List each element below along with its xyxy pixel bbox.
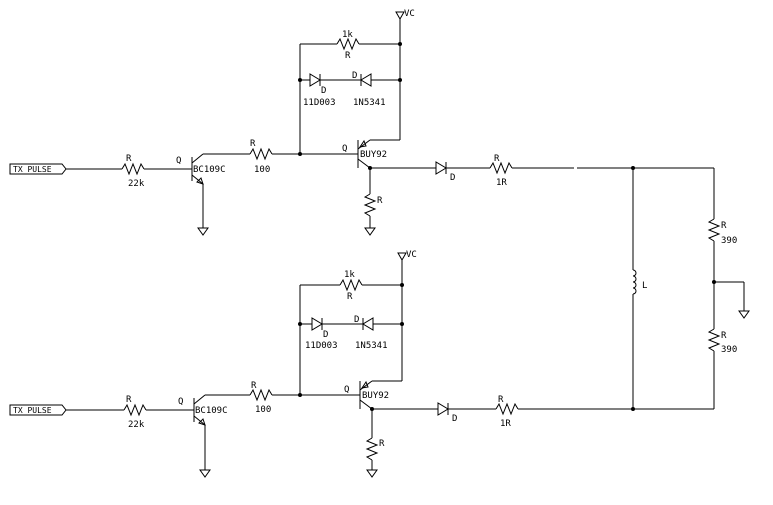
bottom-r-base-ref: R: [251, 381, 257, 391]
bottom-diode-1n5341[interactable]: [363, 318, 373, 330]
bottom-q1-ground-icon: [200, 470, 210, 477]
bottom-r-in-ref: R: [126, 395, 132, 405]
top-resistor-emitter[interactable]: [365, 194, 375, 216]
bottom-stage: TX PULSE R 22k Q BC109C R 100: [10, 250, 714, 477]
top-diode-11d003[interactable]: [310, 74, 320, 86]
bottom-resistor-100[interactable]: [250, 390, 272, 400]
top-resistor-100[interactable]: [250, 149, 272, 159]
bottom-emitter-ground-icon: [367, 470, 377, 477]
top-d2-ref: D: [352, 71, 357, 81]
top-q1-part: BC109C: [193, 165, 226, 175]
top-r-fb-val: 1k: [342, 30, 353, 40]
bottom-q2-ref: Q: [344, 385, 349, 395]
bottom-input-port[interactable]: TX PULSE: [10, 405, 66, 415]
bottom-resistor-22k[interactable]: [124, 405, 146, 415]
bottom-q1-ref: Q: [178, 397, 183, 407]
bottom-vc-supply-icon: [398, 253, 406, 260]
top-resistor-1r[interactable]: [490, 163, 512, 173]
bottom-d1-ref: D: [323, 330, 328, 340]
top-input-port-label: TX PULSE: [13, 165, 52, 174]
bottom-r-base-val: 100: [255, 405, 271, 415]
bottom-diode-output[interactable]: [438, 403, 448, 415]
top-resistor-1k[interactable]: [337, 39, 359, 49]
load-r-top-ref: R: [721, 221, 727, 231]
bottom-resistor-1k[interactable]: [340, 280, 362, 290]
top-transistor-bc109c[interactable]: [192, 154, 250, 228]
bottom-r-fb-val: 1k: [344, 270, 355, 280]
top-d1-part: 11D003: [303, 98, 336, 108]
load-resistor-top-390[interactable]: [709, 219, 719, 241]
top-diode-1n5341[interactable]: [361, 74, 371, 86]
top-resistor-22k[interactable]: [122, 164, 144, 174]
top-r-out-val: 1R: [496, 178, 507, 188]
bottom-r-emit-ref: R: [379, 439, 385, 449]
top-r-base-val: 100: [254, 165, 270, 175]
top-r-emit-ref: R: [377, 196, 383, 206]
load-ground-icon: [739, 311, 749, 318]
load-r-bot-ref: R: [721, 331, 727, 341]
top-r-in-val: 22k: [128, 179, 145, 189]
bottom-transistor-bc109c[interactable]: [194, 395, 250, 470]
top-r-out-ref: R: [494, 154, 500, 164]
load-network: L R 390 R 390: [633, 168, 749, 409]
top-emitter-ground-icon: [365, 228, 375, 235]
bottom-resistor-1r[interactable]: [496, 404, 518, 414]
top-input-port[interactable]: TX PULSE: [10, 164, 66, 174]
top-transistor-buy92[interactable]: [358, 140, 400, 168]
bottom-d2-part: 1N5341: [355, 341, 388, 351]
bottom-input-port-label: TX PULSE: [13, 406, 52, 415]
top-q2-part: BUY92: [360, 150, 387, 160]
bottom-q1-part: BC109C: [195, 406, 228, 416]
top-stage: TX PULSE R 22k Q BC109C R 100: [10, 9, 714, 235]
bottom-r-fb-ref: R: [347, 292, 353, 302]
top-q2-ref: Q: [342, 144, 347, 154]
top-q1-ref: Q: [176, 156, 181, 166]
top-vc-label: VC: [404, 9, 415, 19]
bottom-transistor-buy92[interactable]: [360, 381, 402, 409]
top-r-in-ref: R: [126, 154, 132, 164]
top-vc-supply-icon: [396, 12, 404, 19]
top-q1-ground-icon: [198, 228, 208, 235]
bottom-d1-part: 11D003: [305, 341, 338, 351]
load-r-bot-val: 390: [721, 345, 737, 355]
bottom-q2-part: BUY92: [362, 391, 389, 401]
load-r-top-val: 390: [721, 236, 737, 246]
load-inductor[interactable]: [633, 270, 636, 294]
bottom-diode-11d003[interactable]: [312, 318, 322, 330]
top-r-fb-ref: R: [345, 51, 351, 61]
load-resistor-bottom-390[interactable]: [709, 329, 719, 351]
bottom-r-out-ref: R: [498, 395, 504, 405]
bottom-r-out-val: 1R: [500, 419, 511, 429]
top-d2-part: 1N5341: [353, 98, 386, 108]
top-r-base-ref: R: [250, 139, 256, 149]
bottom-d2-ref: D: [354, 315, 359, 325]
bottom-vc-label: VC: [406, 250, 417, 260]
load-inductor-ref: L: [642, 281, 647, 291]
top-d-out-ref: D: [450, 173, 455, 183]
bottom-r-in-val: 22k: [128, 420, 145, 430]
bottom-resistor-emitter[interactable]: [367, 438, 377, 460]
bottom-d-out-ref: D: [452, 414, 457, 424]
top-diode-output[interactable]: [436, 162, 446, 174]
top-d1-ref: D: [321, 86, 326, 96]
